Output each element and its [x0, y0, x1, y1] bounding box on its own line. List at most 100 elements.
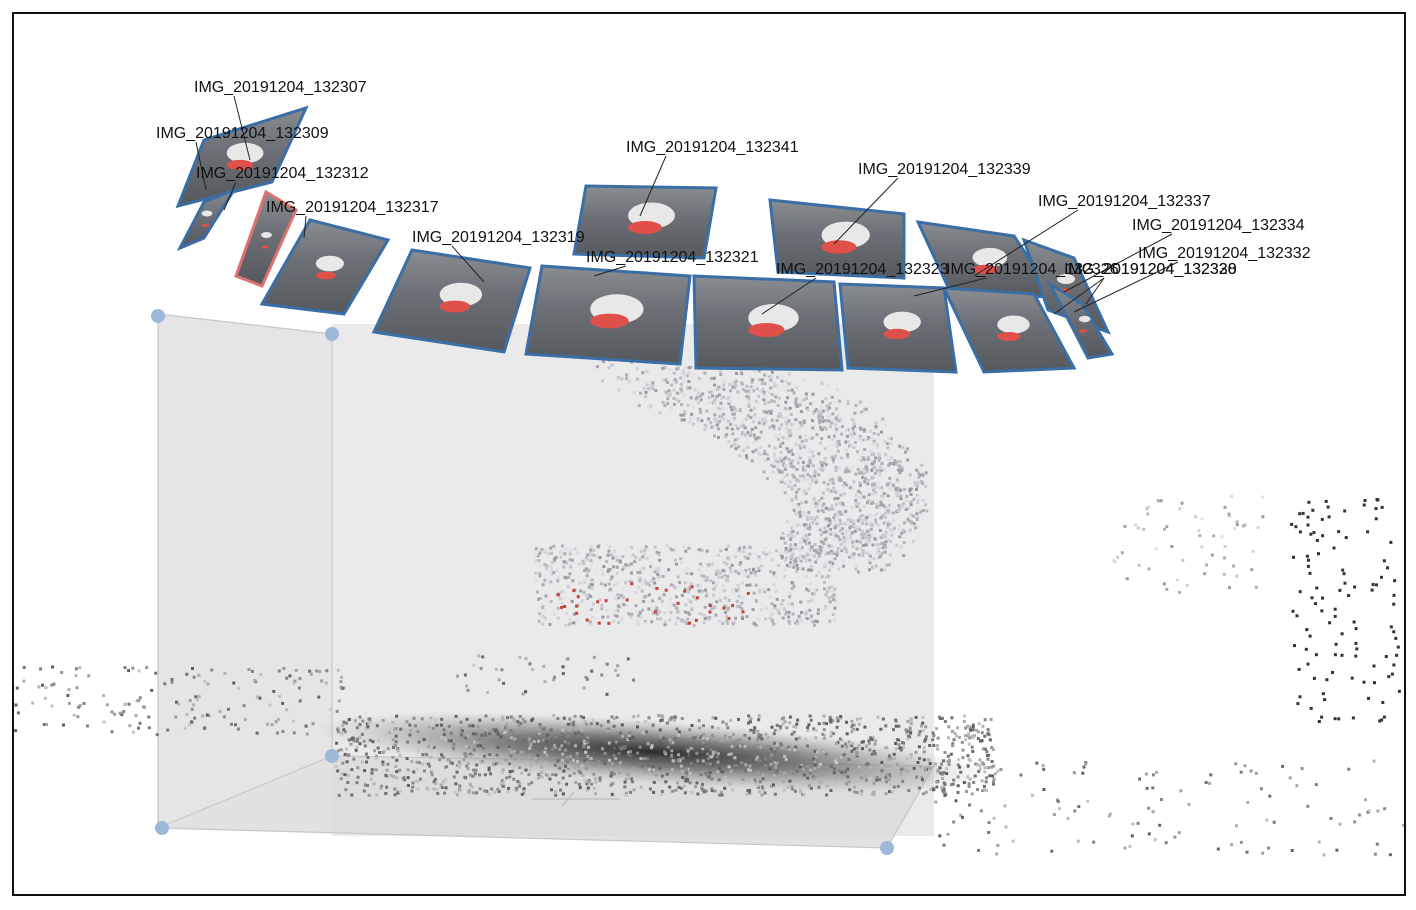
camera-frame[interactable] [176, 186, 238, 251]
point [585, 556, 588, 560]
camera-label[interactable]: IMG_20191204_132307 [194, 79, 367, 96]
point [981, 747, 985, 751]
point [746, 395, 750, 399]
point [872, 567, 876, 571]
point [679, 413, 683, 417]
camera-frame[interactable] [371, 248, 532, 354]
point [374, 756, 378, 760]
camera-label[interactable]: IMG_20191204_132334 [1132, 217, 1305, 234]
point [344, 788, 348, 792]
camera-label[interactable]: IMG_20191204_132326 [946, 261, 1119, 278]
point [599, 582, 603, 586]
camera-frame[interactable] [524, 264, 692, 366]
point [741, 388, 745, 392]
point [226, 707, 230, 711]
camera-frame[interactable] [175, 105, 309, 209]
point [716, 569, 720, 573]
camera-label[interactable]: IMG_20191204_132312 [196, 165, 369, 182]
point [857, 489, 861, 493]
point [886, 509, 890, 513]
point [560, 606, 564, 609]
point [769, 374, 773, 378]
point [697, 557, 701, 561]
point [681, 776, 685, 779]
point [918, 473, 922, 477]
camera-label[interactable]: IMG_20191204_132321 [586, 249, 759, 266]
scene-canvas[interactable]: IMG_20191204_132307IMG_20191204_132309IM… [14, 14, 1406, 896]
point [589, 757, 593, 760]
camera-frame[interactable] [572, 184, 718, 260]
bbox-handle[interactable] [151, 309, 165, 323]
camera-label[interactable]: IMG_20191204_132323 [776, 261, 949, 278]
point [728, 782, 732, 786]
camera-frame[interactable] [259, 218, 391, 316]
point [909, 493, 913, 496]
point [644, 395, 648, 399]
camera-label[interactable]: IMG_20191204_132330 [1064, 261, 1237, 278]
point [835, 511, 839, 515]
point [855, 791, 859, 795]
point [749, 416, 753, 420]
point [811, 620, 815, 624]
point [527, 782, 531, 786]
camera-label[interactable]: IMG_20191204_132328 [1064, 261, 1237, 278]
point [839, 715, 843, 718]
point [787, 620, 791, 623]
camera-frame[interactable] [768, 198, 906, 280]
camera-frame[interactable] [941, 286, 1077, 374]
point [605, 692, 609, 696]
point [792, 391, 796, 395]
camera-frame[interactable] [1046, 279, 1115, 360]
camera-label[interactable]: IMG_20191204_132341 [626, 139, 799, 156]
point [589, 548, 593, 552]
camera-frame[interactable] [1021, 237, 1111, 335]
point [698, 726, 702, 730]
point [888, 522, 892, 526]
point [398, 753, 402, 757]
bbox-handle[interactable] [325, 327, 339, 341]
point [1290, 522, 1294, 526]
point [942, 790, 946, 794]
point [762, 753, 766, 757]
point [817, 765, 821, 769]
point [656, 617, 660, 621]
point [936, 736, 940, 740]
point [1384, 655, 1388, 658]
point [683, 411, 687, 415]
camera-frame[interactable] [838, 282, 958, 374]
camera-frame[interactable] [234, 189, 298, 288]
camera-label[interactable]: IMG_20191204_132339 [858, 161, 1031, 178]
point [534, 559, 538, 563]
point [821, 491, 825, 495]
point [811, 464, 815, 468]
camera-label[interactable]: IMG_20191204_132317 [266, 199, 439, 216]
point [557, 781, 561, 785]
point [854, 496, 858, 500]
bbox-handle[interactable] [325, 749, 339, 763]
point [508, 762, 511, 766]
point [688, 386, 692, 390]
point [748, 583, 752, 587]
point [829, 789, 833, 792]
point [855, 504, 859, 508]
point [900, 468, 904, 472]
bbox-handle[interactable] [155, 821, 169, 835]
camera-label[interactable]: IMG_20191204_132309 [156, 125, 329, 142]
camera-label[interactable]: IMG_20191204_132332 [1138, 245, 1311, 262]
point [530, 719, 534, 722]
point [497, 789, 501, 793]
point [875, 443, 879, 447]
point [469, 754, 473, 758]
point [774, 435, 778, 439]
point [920, 480, 924, 483]
camera-frame[interactable] [692, 274, 844, 372]
camera-label[interactable]: IMG_20191204_132337 [1038, 193, 1211, 210]
point [636, 570, 640, 574]
point [645, 370, 649, 374]
point [761, 387, 765, 391]
camera-label[interactable]: IMG_20191204_132319 [412, 229, 585, 246]
point [658, 728, 662, 732]
point [543, 616, 547, 620]
bbox-handle[interactable] [880, 841, 894, 855]
